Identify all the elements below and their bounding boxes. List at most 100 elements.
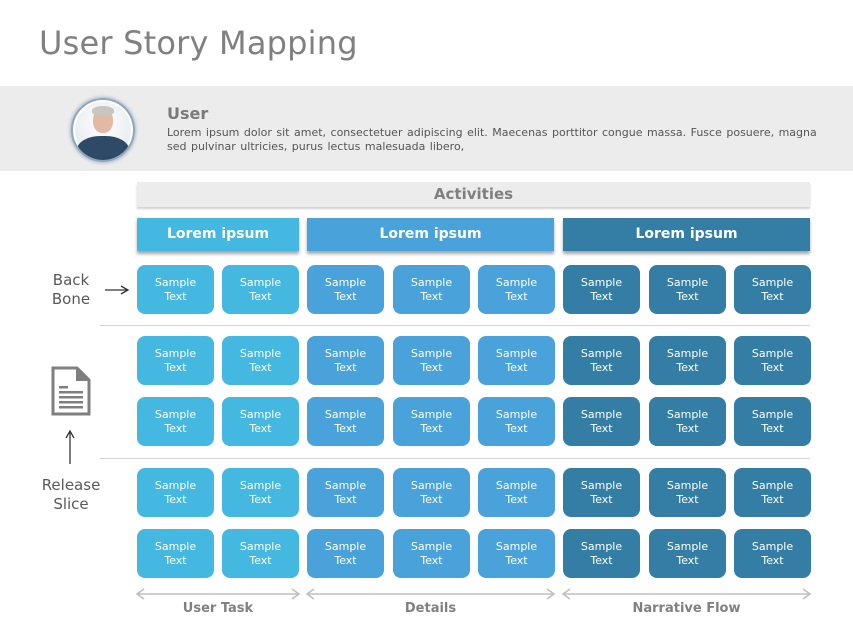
story-card-text-line2: Text — [164, 360, 187, 374]
story-card-text-line2: Text — [334, 360, 357, 374]
story-card-text-line1: Sample — [239, 407, 282, 421]
story-card-text-line1: Sample — [239, 539, 282, 553]
story-card-text-line2: Text — [505, 492, 528, 506]
story-card-text-line2: Text — [164, 553, 187, 567]
page-title: User Story Mapping — [39, 24, 358, 62]
story-card-text-line1: Sample — [666, 346, 709, 360]
story-card-text-line1: Sample — [154, 407, 197, 421]
story-card-text-line1: Sample — [154, 346, 197, 360]
story-card-text-line1: Sample — [410, 346, 453, 360]
story-card-text-line2: Text — [164, 421, 187, 435]
avatar-body-shape — [77, 136, 129, 160]
story-card-text-line2: Text — [590, 492, 613, 506]
story-card-text-line2: Text — [676, 553, 699, 567]
story-card-text-line2: Text — [590, 421, 613, 435]
axis-label-details: Details — [404, 601, 457, 616]
story-card-text-line2: Text — [164, 289, 187, 303]
story-card-text-line2: Text — [505, 421, 528, 435]
activity-header-user-task: Lorem ipsum — [137, 218, 299, 251]
story-card-text-line1: Sample — [580, 478, 623, 492]
story-card-text-line2: Text — [761, 421, 784, 435]
story-card-text-line1: Sample — [580, 539, 623, 553]
story-card-text-line2: Text — [590, 289, 613, 303]
story-card-text-line1: Sample — [495, 407, 538, 421]
story-card-text-line2: Text — [761, 492, 784, 506]
bottom-axis-arrows — [135, 588, 812, 600]
avatar-hair-shape — [92, 106, 114, 115]
story-card-text-line2: Text — [420, 492, 443, 506]
activity-header-narrative: Lorem ipsum — [563, 218, 810, 251]
story-card-text-line2: Text — [761, 553, 784, 567]
document-icon — [51, 366, 91, 416]
story-card-text-line2: Text — [249, 492, 272, 506]
story-card-text-line2: Text — [676, 360, 699, 374]
release-label-line2: Slice — [53, 495, 89, 513]
story-card-text-line2: Text — [420, 553, 443, 567]
story-card-text-line1: Sample — [239, 275, 282, 289]
user-persona-band — [0, 86, 853, 171]
backbone-separator — [100, 325, 810, 326]
story-card-text-line1: Sample — [324, 407, 367, 421]
story-card-text-line2: Text — [334, 553, 357, 567]
story-card-text-line1: Sample — [410, 539, 453, 553]
story-card-text-line1: Sample — [580, 275, 623, 289]
axis-label-narrative-flow: Narrative Flow — [632, 601, 741, 616]
activities-header: Activities — [137, 182, 810, 207]
user-description: Lorem ipsum dolor sit amet, consectetuer… — [167, 126, 817, 153]
story-card-text-line1: Sample — [410, 478, 453, 492]
story-card-text-line2: Text — [505, 553, 528, 567]
story-card-text-line2: Text — [334, 492, 357, 506]
story-card-text-line1: Sample — [410, 275, 453, 289]
story-card-text-line2: Text — [249, 289, 272, 303]
story-card-text-line1: Sample — [239, 478, 282, 492]
story-card-text-line2: Text — [249, 421, 272, 435]
backbone-label-line2: Bone — [51, 290, 91, 308]
story-card-text-line2: Text — [420, 289, 443, 303]
story-card-text-line2: Text — [590, 360, 613, 374]
story-card-text-line2: Text — [505, 360, 528, 374]
story-card-text-line1: Sample — [410, 407, 453, 421]
story-card-text-line1: Sample — [751, 478, 794, 492]
story-card-text-line1: Sample — [666, 275, 709, 289]
story-card-text-line1: Sample — [324, 275, 367, 289]
user-name: User — [167, 104, 209, 123]
story-card-text-line2: Text — [249, 360, 272, 374]
story-card-text-line1: Sample — [154, 478, 197, 492]
story-card-text-line2: Text — [590, 553, 613, 567]
story-card-text-line1: Sample — [666, 407, 709, 421]
story-card-text-line2: Text — [164, 492, 187, 506]
backbone-label-line1: Back — [52, 271, 90, 289]
story-card-text-line2: Text — [334, 421, 357, 435]
story-card-text-line1: Sample — [751, 346, 794, 360]
activity-header-details: Lorem ipsum — [307, 218, 554, 251]
story-card-text-line1: Sample — [495, 478, 538, 492]
story-card-text-line1: Sample — [751, 539, 794, 553]
story-card-text-line1: Sample — [495, 346, 538, 360]
story-card-text-line2: Text — [505, 289, 528, 303]
